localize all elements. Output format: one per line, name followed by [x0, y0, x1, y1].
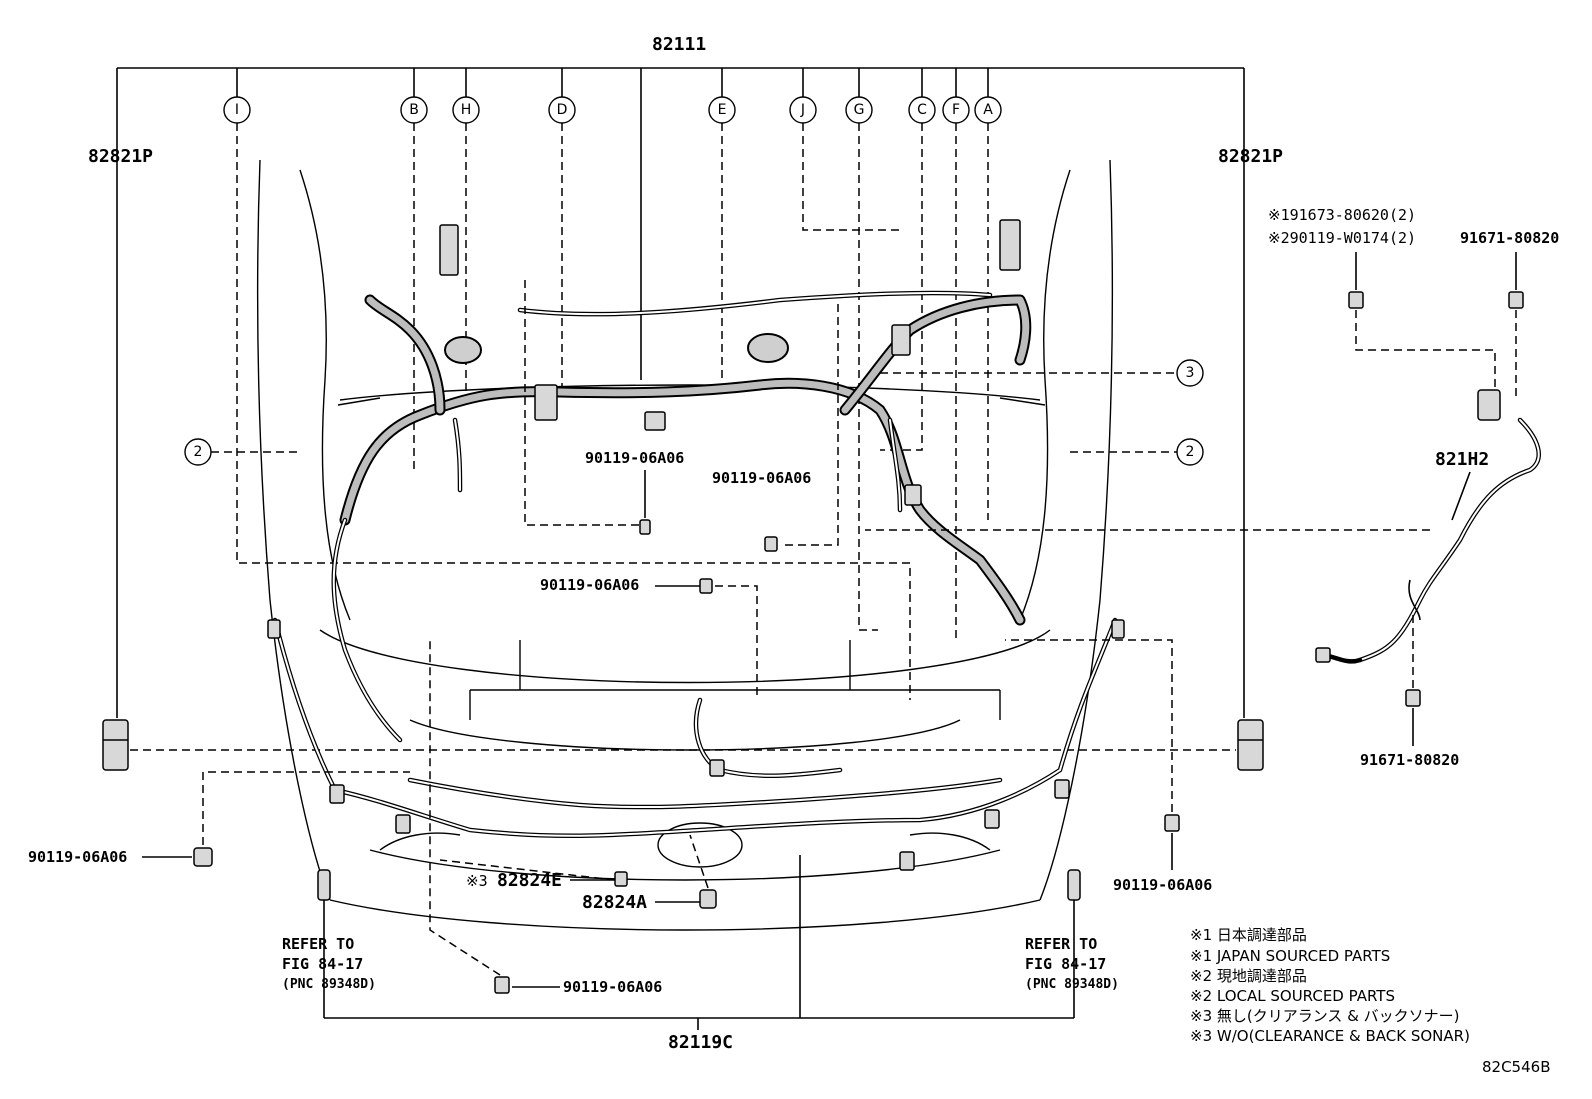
svg-text:A: A: [983, 102, 993, 118]
left-side-clip: [102, 719, 129, 771]
clip-icon: [699, 889, 717, 909]
fog-lamp-connector-right: [1067, 869, 1081, 1018]
bolt-icon: [1005, 639, 1180, 832]
part-number-90119-06A06-d[interactable]: 90119-06A06: [28, 848, 127, 866]
callout-H[interactable]: H: [452, 96, 480, 124]
part-number-82821P-right[interactable]: 82821P: [1218, 146, 1283, 167]
part-number-91671-80820-bottom[interactable]: 91671-80820: [1360, 751, 1459, 769]
svg-text:FIG 84-17: FIG 84-17: [282, 955, 363, 973]
svg-text:※2 現地調達部品: ※2 現地調達部品: [1190, 967, 1307, 985]
callout-leaders: [236, 68, 989, 380]
callout-2-left[interactable]: 2: [184, 438, 212, 466]
svg-text:FIG 84-17: FIG 84-17: [1025, 955, 1106, 973]
callout-3[interactable]: 3: [1176, 359, 1204, 387]
bolt-icon: [193, 771, 410, 867]
svg-text:(PNC 89348D): (PNC 89348D): [282, 977, 376, 992]
bracket-821H2: [1315, 389, 1541, 664]
svg-text:※1 JAPAN SOURCED PARTS: ※1 JAPAN SOURCED PARTS: [1190, 947, 1390, 965]
diagram-id: 82C546B: [1482, 1058, 1550, 1076]
svg-text:B: B: [409, 102, 419, 118]
main-engine-harness: [331, 219, 1032, 743]
part-number-90119-06A06-e[interactable]: 90119-06A06: [1113, 876, 1212, 894]
refer-left: REFER TO FIG 84-17 (PNC 89348D): [282, 935, 376, 992]
svg-text:※3 無し(クリアランス & バックソナー): ※3 無し(クリアランス & バックソナー): [1190, 1007, 1460, 1025]
part-number-90119-06A06-c[interactable]: 90119-06A06: [540, 576, 639, 594]
svg-text:REFER TO: REFER TO: [1025, 935, 1097, 953]
bolt-icon: [429, 640, 510, 994]
svg-text:2: 2: [194, 444, 203, 460]
svg-text:H: H: [461, 102, 472, 118]
svg-text:E: E: [718, 102, 727, 118]
bolt-icon: [764, 300, 839, 552]
part-number-82111[interactable]: 82111: [652, 34, 706, 55]
callout-A[interactable]: A: [974, 96, 1002, 124]
vehicle-body-outline: [256, 159, 1114, 931]
svg-text:D: D: [557, 102, 568, 118]
callout-2-right[interactable]: 2: [1176, 438, 1204, 466]
svg-text:I: I: [235, 102, 239, 118]
part-number-90119-06A06-a[interactable]: 90119-06A06: [585, 449, 684, 467]
part-number-82824A[interactable]: 82824A: [582, 892, 647, 913]
part-number-821H2[interactable]: 821H2: [1435, 449, 1489, 470]
svg-text:F: F: [952, 102, 960, 118]
callout-I[interactable]: I: [223, 96, 251, 124]
svg-text:REFER TO: REFER TO: [282, 935, 354, 953]
bolt-icon: [699, 578, 713, 594]
fog-lamp-connector-left: [317, 869, 331, 1018]
svg-text:※3 W/O(CLEARANCE & BACK SONAR): ※3 W/O(CLEARANCE & BACK SONAR): [1190, 1027, 1470, 1045]
callout-C[interactable]: C: [908, 96, 936, 124]
bolt-icon: [1348, 291, 1496, 400]
right-side-clip: [1237, 719, 1264, 771]
bolt-icon: [1405, 610, 1421, 707]
callout-B[interactable]: B: [400, 96, 428, 124]
svg-text:G: G: [854, 102, 865, 118]
bolt-icon: [1508, 291, 1524, 400]
part-number-82824E[interactable]: 82824E: [497, 870, 562, 891]
bracket-fastener-labels: ※191673-80620(2) ※290119-W0174(2): [1268, 206, 1416, 247]
sensor-clip-note-mark: ※3: [466, 872, 488, 890]
svg-text:※1 日本調達部品: ※1 日本調達部品: [1190, 926, 1307, 944]
svg-text:(PNC 89348D): (PNC 89348D): [1025, 977, 1119, 992]
callout-F[interactable]: F: [942, 96, 970, 124]
callout-E[interactable]: E: [708, 96, 736, 124]
bolt-icon: [524, 280, 651, 535]
callout-J[interactable]: J: [789, 96, 817, 124]
notes-legend: ※1 日本調達部品 ※1 JAPAN SOURCED PARTS ※2 現地調達…: [1190, 926, 1470, 1045]
callout-G[interactable]: G: [845, 96, 873, 124]
refer-right: REFER TO FIG 84-17 (PNC 89348D): [1025, 935, 1119, 992]
part-number-82119C[interactable]: 82119C: [668, 1032, 733, 1053]
clip-icon: [614, 871, 628, 887]
part-number-91671-80820-top[interactable]: 91671-80820: [1460, 229, 1559, 247]
svg-text:J: J: [800, 102, 805, 118]
svg-text:※191673-80620(2): ※191673-80620(2): [1268, 206, 1416, 224]
part-number-90119-06A06-b[interactable]: 90119-06A06: [712, 469, 811, 487]
part-number-90119-06A06-f[interactable]: 90119-06A06: [563, 978, 662, 996]
part-number-82821P-left[interactable]: 82821P: [88, 146, 153, 167]
svg-text:※290119-W0174(2): ※290119-W0174(2): [1268, 229, 1416, 247]
svg-text:C: C: [917, 102, 927, 118]
callout-D[interactable]: D: [548, 96, 576, 124]
svg-text:※2 LOCAL SOURCED PARTS: ※2 LOCAL SOURCED PARTS: [1190, 987, 1395, 1005]
svg-text:2: 2: [1186, 444, 1195, 460]
svg-text:3: 3: [1186, 365, 1195, 381]
bumper-harness: [267, 617, 1125, 871]
